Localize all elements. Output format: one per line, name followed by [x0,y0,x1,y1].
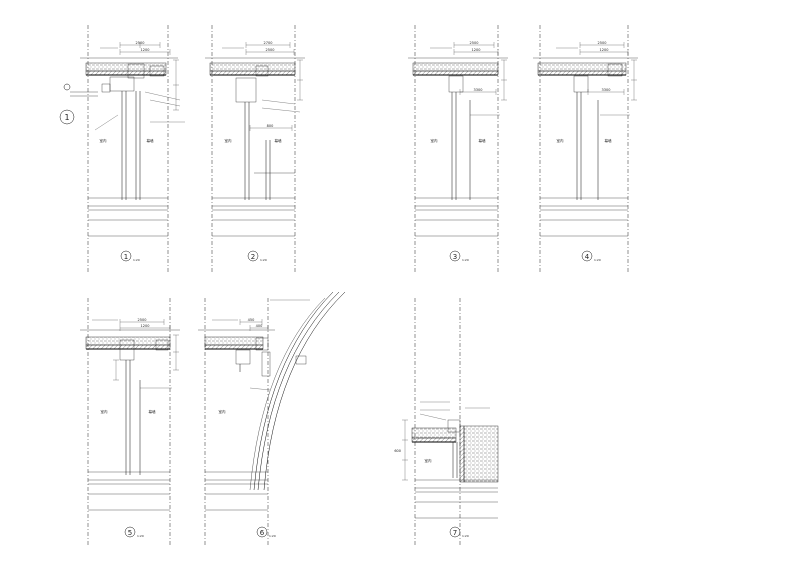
detail-2-note-1: 室内 [225,138,232,143]
detail-5-dim-2: 1200 [141,324,150,328]
detail-4-scale: 1:20 [594,258,601,262]
detail-4-dim-2: 1200 [600,48,609,52]
detail-3-scale: 1:20 [462,258,469,262]
detail-3: 3 1:20 2500 1200 3300 室内 幕墙 [408,25,508,272]
detail-2-dim-2: 2500 [266,48,275,52]
detail-2-note-2: 幕墙 [275,138,283,143]
detail-6-label: 6 [260,529,265,537]
detail-1-callout: 1 [64,113,69,122]
detail-3-dim-2: 1200 [472,48,481,52]
detail-4-note-2: 幕墙 [605,138,613,143]
detail-2-dim-3: 800 [267,124,274,128]
detail-3-dim-3: 3300 [474,88,483,92]
detail-7-note-1: 室内 [425,458,433,463]
detail-6-dim-1: 450 [248,318,255,322]
detail-6: 6 1:20 450 400 室内 [198,291,346,545]
detail-5-note-1: 室内 [101,409,108,414]
detail-5-note-2: 幕墙 [149,409,156,414]
detail-4-dim-1: 2500 [598,41,607,45]
detail-1-note-2: 幕墙 [147,138,154,143]
detail-1-dim-2: 1200 [141,48,150,52]
detail-3-note-1: 室内 [431,138,439,143]
detail-2-label: 2 [251,253,255,261]
detail-7-dim-1: 600 [394,449,401,453]
detail-6-note-1: 室内 [219,409,226,414]
detail-2: 2 1:20 2700 2500 800 室内 幕墙 [205,25,305,272]
detail-4: 4 1:20 2500 1200 3300 室内 幕墙 [533,25,638,272]
detail-4-dim-3: 3300 [602,88,611,92]
detail-1: 1 1:20 1 2500 1200 室内 幕墙 [59,25,185,272]
detail-4-note-1: 室内 [557,138,565,143]
detail-1-label: 1 [124,253,128,261]
detail-5-dim-1: 2500 [138,318,147,322]
detail-5-label: 5 [128,529,132,537]
detail-5-scale: 1:20 [137,534,144,538]
detail-6-scale: 1:20 [269,534,276,538]
detail-6-dim-2: 400 [256,324,263,328]
detail-2-dim-1: 2700 [264,41,273,45]
detail-3-label: 3 [453,253,457,261]
detail-1-note-1: 室内 [100,138,107,143]
detail-7: 7 1:20 600 室内 [394,298,499,545]
detail-3-dim-1: 2500 [470,41,479,45]
detail-1-dim-1: 2500 [136,41,145,45]
detail-7-scale: 1:20 [462,534,469,538]
detail-5: 5 1:20 2500 1200 室内 幕墙 [80,298,180,545]
detail-4-label: 4 [585,253,590,261]
detail-3-note-2: 幕墙 [479,138,487,143]
detail-1-scale: 1:20 [133,258,140,262]
detail-2-scale: 1:20 [260,258,267,262]
detail-7-label: 7 [453,529,457,537]
